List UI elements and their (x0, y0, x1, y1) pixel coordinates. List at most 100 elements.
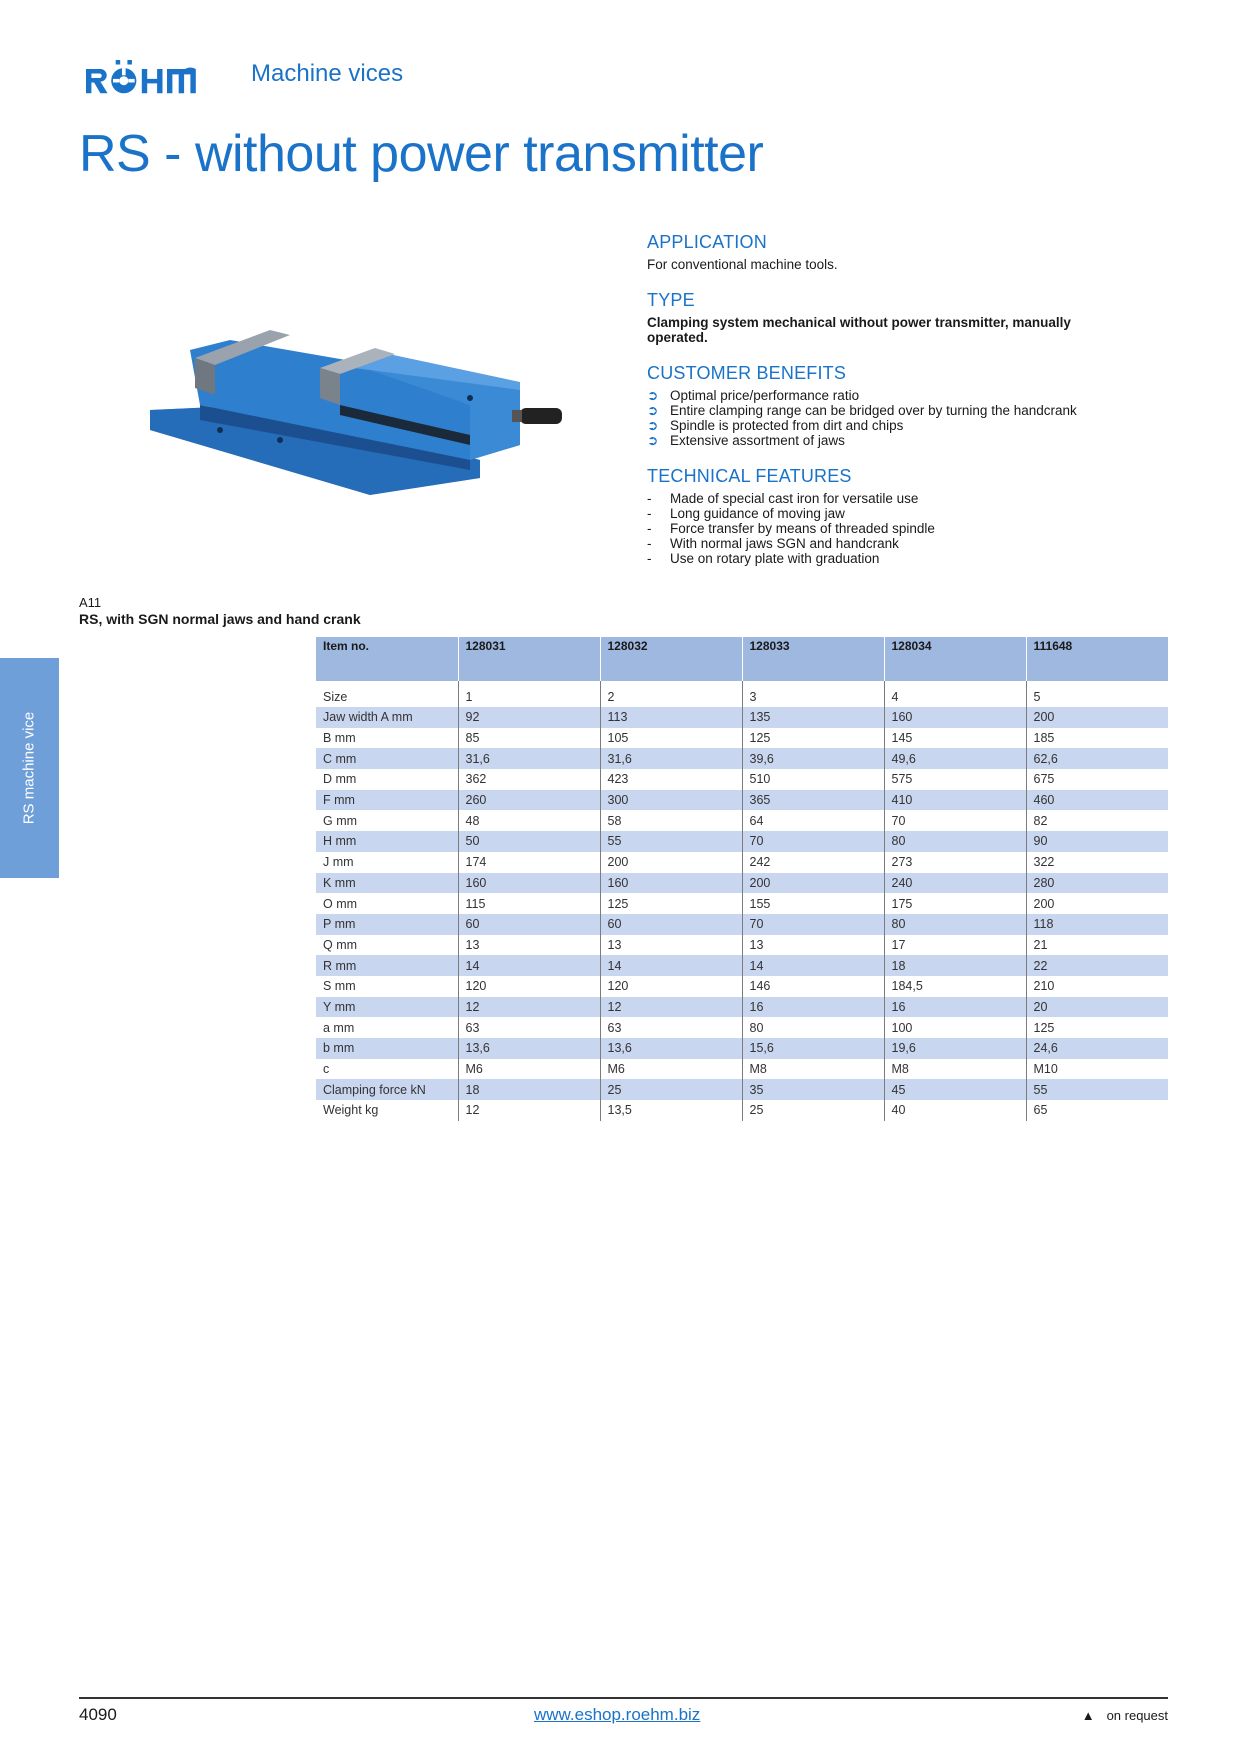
table-cell: 2 (599, 681, 742, 707)
table-cell: 85 (457, 727, 600, 749)
table-cell: M6 (457, 1058, 600, 1080)
footer-divider (79, 1697, 1168, 1699)
dash-icon: - (647, 506, 652, 521)
table-cell: 25 (599, 1079, 742, 1101)
row-label: Size (323, 690, 348, 704)
table-cell: 82 (1025, 810, 1168, 832)
circle-arrow-icon: ➲ (647, 388, 659, 403)
roehm-logo (86, 60, 196, 94)
table-cell: 120 (599, 975, 742, 997)
application-heading: APPLICATION (647, 232, 767, 252)
table-cell: 40 (883, 1100, 1026, 1121)
table-cell: 260 (457, 789, 600, 811)
table-cell: 65 (1025, 1100, 1168, 1121)
row-label: S mm (323, 979, 356, 994)
brand-logo (79, 58, 219, 98)
table-cell: 120 (457, 975, 600, 997)
table-cell: 12 (599, 996, 742, 1018)
application-section: APPLICATION For conventional machine too… (647, 232, 1127, 272)
row-label: Jaw width A mm (316, 707, 458, 728)
shop-link[interactable]: www.eshop.roehm.biz (534, 1705, 701, 1724)
table-cell: 200 (1025, 707, 1168, 728)
table-cell: 135 (741, 707, 884, 728)
page-number: 4090 (79, 1705, 117, 1724)
table-cell: 62,6 (1025, 748, 1168, 770)
table-cell: 160 (883, 707, 1026, 728)
table-cell: 105 (599, 727, 742, 749)
machine-vice-image (150, 330, 562, 495)
table-cell: 39,6 (741, 748, 884, 770)
table-cell: 675 (1025, 769, 1168, 790)
row-label: D mm (323, 772, 357, 787)
table-cell: 145 (883, 727, 1026, 749)
row-label: Clamping force kN (316, 1079, 458, 1101)
list-item: -Force transfer by means of threaded spi… (647, 521, 935, 536)
table-cell: 22 (1025, 955, 1168, 976)
product-info: APPLICATION For conventional machine too… (647, 232, 1127, 584)
table-cell: 70 (741, 831, 884, 852)
column-header-label: Item no. (316, 637, 458, 681)
list-item: -With normal jaws SGN and handcrank (647, 536, 899, 551)
table-cell: 125 (599, 893, 742, 914)
table-cell: 14 (457, 955, 600, 976)
table-cell: M6 (599, 1058, 742, 1080)
table-cell: 16 (741, 996, 884, 1018)
table-code: A11 (79, 595, 102, 610)
table-cell: 60 (457, 913, 600, 935)
table-cell: 160 (599, 872, 742, 894)
table-title: RS, with SGN normal jaws and hand crank (79, 611, 361, 627)
benefits-section: CUSTOMER BENEFITS ➲Optimal price/perform… (647, 363, 1127, 448)
table-cell: 1 (457, 681, 600, 707)
table-cell: 18 (457, 1079, 600, 1101)
column-header-item: 128032 (599, 637, 742, 681)
table-cell: 55 (599, 831, 742, 852)
table-cell: 322 (1025, 851, 1168, 873)
row-label: P mm (316, 913, 458, 935)
table-cell: 15,6 (741, 1038, 884, 1059)
table-cell: 80 (883, 913, 1026, 935)
row-label: B mm (323, 731, 356, 746)
table-cell: 24,6 (1025, 1038, 1168, 1059)
table-cell: 575 (883, 769, 1026, 790)
table-cell: 113 (599, 707, 742, 728)
table-cell: 63 (457, 1017, 600, 1038)
table-cell: 12 (457, 1100, 600, 1121)
table-cell: 25 (741, 1100, 884, 1121)
table-cell: 21 (1025, 934, 1168, 956)
table-cell: 80 (741, 1017, 884, 1038)
table-cell: 13,5 (599, 1100, 742, 1121)
table-cell: 64 (741, 810, 884, 832)
type-heading: TYPE (647, 290, 695, 310)
table-cell: 70 (883, 810, 1026, 832)
table-cell: M10 (1025, 1058, 1168, 1080)
table-cell: 17 (883, 934, 1026, 956)
table-cell: 175 (883, 893, 1026, 914)
table-cell: 50 (457, 831, 600, 852)
table-cell: M8 (883, 1058, 1026, 1080)
table-cell: 510 (741, 769, 884, 790)
list-item: ➲Spindle is protected from dirt and chip… (647, 418, 904, 433)
table-cell: 200 (1025, 893, 1168, 914)
table-cell: 115 (457, 893, 600, 914)
side-tab[interactable]: RS machine vice (0, 658, 59, 878)
dash-icon: - (647, 491, 652, 506)
table-cell: 60 (599, 913, 742, 935)
application-text: For conventional machine tools. (647, 257, 838, 272)
table-cell: 92 (457, 707, 600, 728)
table-cell: 280 (1025, 872, 1168, 894)
